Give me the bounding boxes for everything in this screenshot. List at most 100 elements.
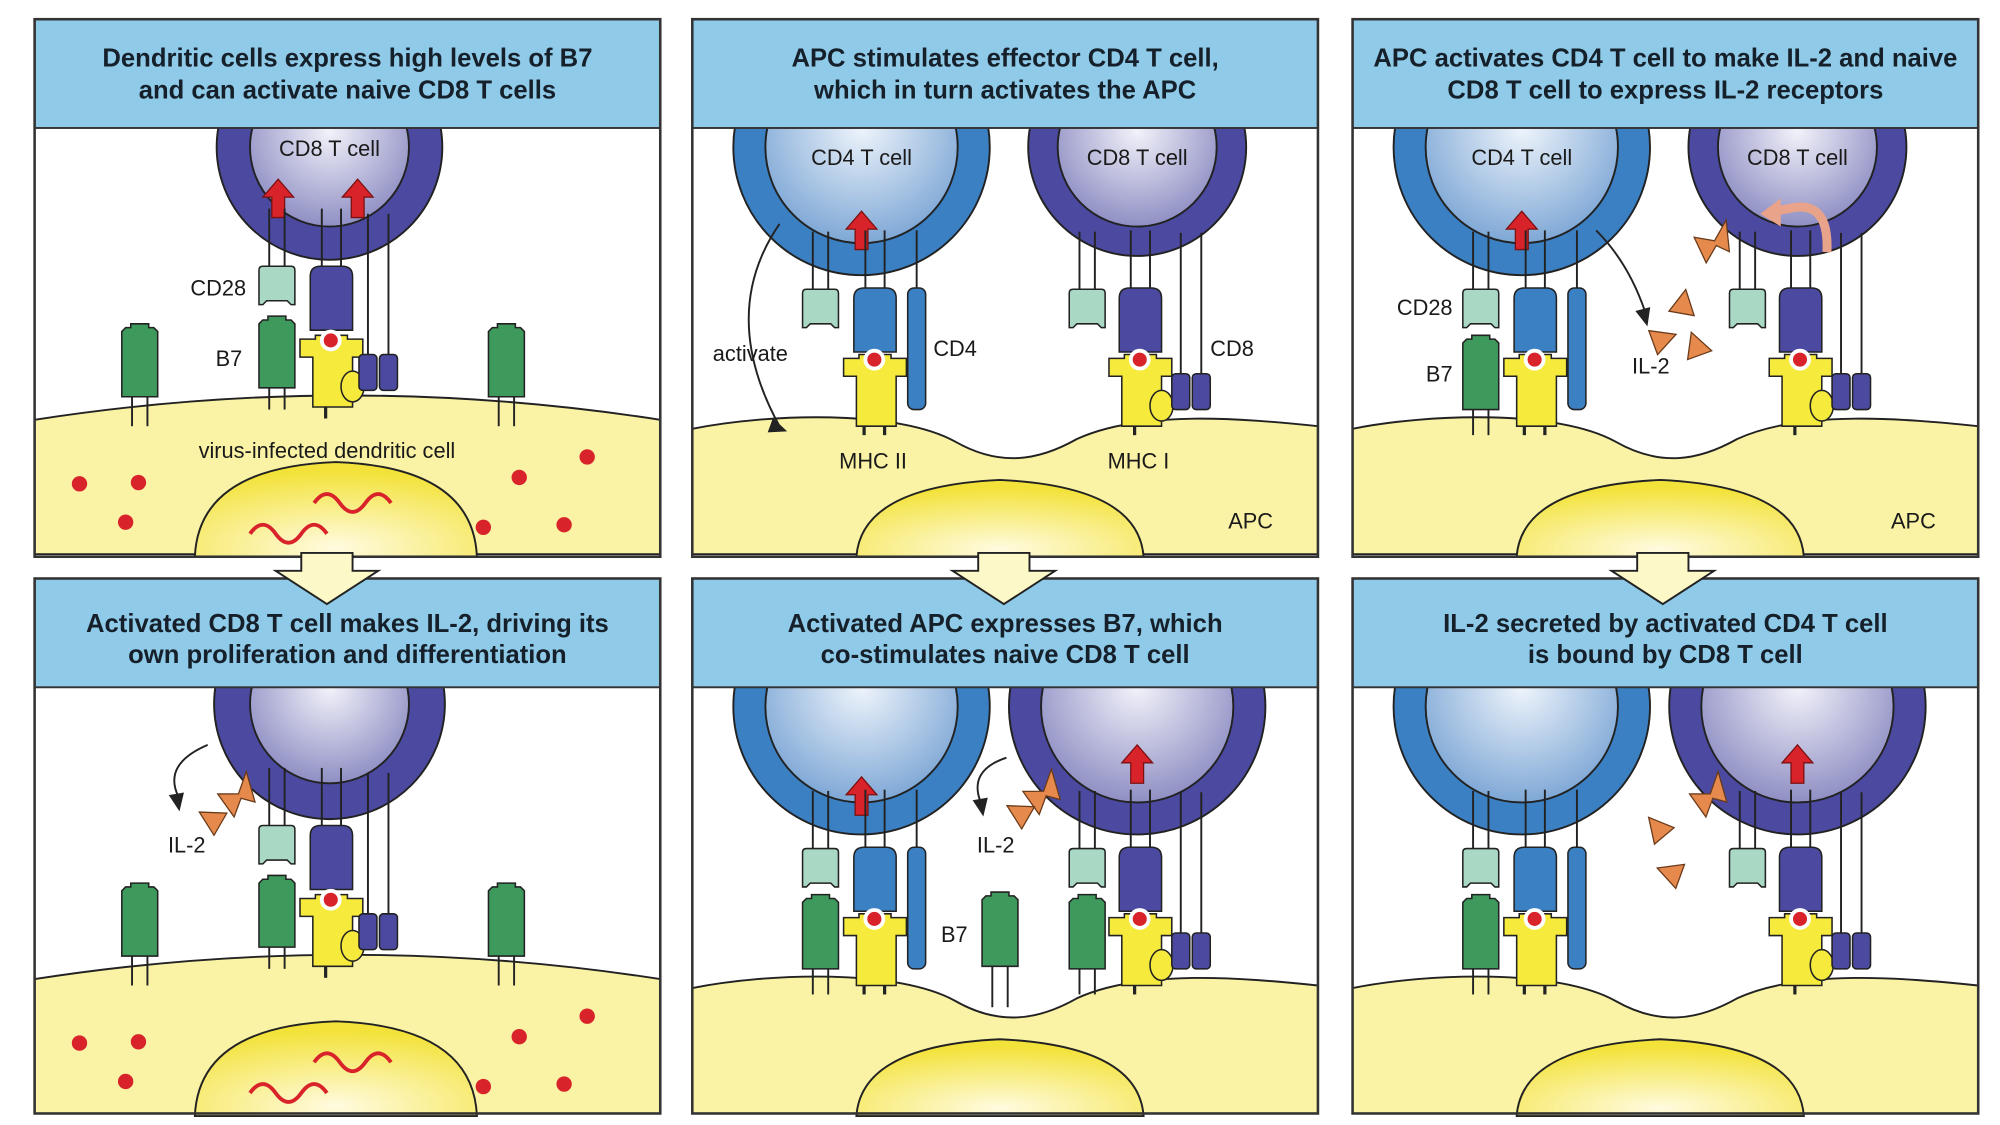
cd4-coreceptor [906, 287, 927, 411]
il2-label: IL-2 [977, 832, 1015, 857]
t-cell-receptor [1118, 846, 1163, 913]
cd8-coreceptor [1831, 372, 1851, 411]
mhc-body [842, 913, 908, 987]
cd8-t-cell-label: CD8 T cell [1747, 145, 1848, 170]
b7-molecule [258, 874, 296, 948]
il2-arrow [976, 756, 1007, 803]
b7-label: B7 [1426, 361, 1453, 386]
t-cell-receptor [1513, 846, 1558, 913]
panel-header [691, 18, 1319, 129]
mhc-i-label: MHC I [1108, 448, 1170, 473]
il2-receptor-expression-arrow [1774, 202, 1832, 253]
t-cell-receptor [309, 265, 354, 331]
cd28-receptor [1068, 847, 1106, 888]
mhc-body [842, 353, 908, 427]
viral-rna [248, 1082, 329, 1104]
panel-cd8-autocrine: Activated CD8 T cell makes IL-2, driving… [33, 577, 662, 1118]
il2-molecule [1647, 816, 1676, 846]
mhc-class-ii [1503, 348, 1568, 436]
il2-molecule [1686, 331, 1713, 361]
il2-label: IL-2 [1632, 354, 1670, 379]
cd28-receptor [1728, 847, 1767, 888]
il2-molecule [198, 811, 228, 837]
peptide [1523, 908, 1546, 930]
activation-arrow-icon [1120, 743, 1154, 784]
viral-rna [312, 492, 393, 514]
nucleus [855, 478, 1145, 558]
down-arrow-icon [1608, 551, 1718, 606]
panel-title-line-2: is bound by CD8 T cell [1528, 641, 1803, 669]
autocrine-arrow [173, 743, 209, 797]
mhc-class-ii [842, 908, 908, 995]
peptide [863, 908, 886, 930]
cd28-receptor [1728, 288, 1767, 329]
cd8-t-cell-label: CD8 T cell [279, 136, 380, 161]
panel-cd4-activates-apc: APC stimulates effector CD4 T cell, whic… [691, 17, 1320, 559]
apc-label: APC [1228, 509, 1273, 534]
cd8-coreceptor [1191, 932, 1212, 970]
cd4-label: CD4 [933, 336, 977, 361]
cd28-label: CD28 [1397, 295, 1453, 320]
panel-title-line-2: which in turn activates the APC [813, 77, 1196, 105]
cd28-receptor [258, 265, 296, 306]
cd4-coreceptor [1567, 846, 1587, 970]
b7-molecule [1068, 893, 1106, 970]
il2-molecule [1655, 863, 1686, 890]
peptide [319, 329, 342, 352]
il2-molecule [1005, 804, 1036, 831]
t-cell-receptor [1778, 846, 1823, 913]
activation-arrow-icon [340, 178, 375, 219]
virus-particle [511, 1029, 527, 1045]
b7-label: B7 [941, 922, 968, 947]
mhc-body [1503, 353, 1568, 427]
peptide [1128, 348, 1151, 371]
nucleus [1515, 1038, 1805, 1118]
dendritic-cell-label: virus-infected dendritic cell [199, 438, 456, 463]
mhc-ii-label: MHC II [839, 448, 907, 473]
virus-particle [475, 1078, 492, 1095]
cd8-coreceptor [1191, 372, 1212, 411]
panel-apc-expresses-b7: Activated APC expresses B7, which co-sti… [691, 577, 1320, 1118]
down-arrow-icon [949, 551, 1059, 606]
il2-receptor [1688, 769, 1728, 819]
arrowhead-icon [767, 417, 788, 433]
cd28-receptor [1068, 288, 1106, 329]
t-cell-receptor [309, 824, 354, 891]
mhc-body [1503, 913, 1568, 987]
nucleus [193, 461, 478, 558]
cd8-coreceptor [378, 353, 399, 392]
arrowhead-icon [1760, 198, 1781, 227]
b7-molecule [1462, 334, 1500, 411]
cd8-coreceptor [1851, 372, 1872, 411]
virus-particle [117, 514, 134, 530]
b7-molecule [1462, 893, 1500, 970]
sequence-arrows [272, 551, 1718, 606]
t-cell-receptor [1118, 287, 1163, 353]
virus-particle [130, 1034, 147, 1050]
panel-il2-production: APC activates CD4 T cell to make IL-2 an… [1351, 17, 1980, 559]
mhc-class-i [1108, 908, 1174, 995]
virus-particle [71, 476, 88, 492]
panel-title-line-2: and can activate naive CD8 T cells [139, 77, 556, 105]
nucleus [855, 1038, 1145, 1118]
activation-arrow-icon [1505, 210, 1539, 251]
activation-arrow-icon [844, 775, 879, 816]
cd28-receptor [801, 847, 840, 888]
virus-particle [130, 474, 147, 491]
panel-title-line-1: Activated CD8 T cell makes IL-2, driving… [86, 610, 609, 638]
apc-label: APC [1891, 509, 1936, 534]
cd8-coreceptor [358, 353, 378, 392]
il2-receptor [1693, 218, 1731, 265]
peptide [1789, 348, 1811, 371]
beta2-microglobulin [1149, 389, 1174, 422]
activation-arrow-icon [844, 210, 879, 251]
peptide [863, 348, 886, 371]
nucleus [1515, 478, 1805, 558]
b7-molecule [487, 882, 526, 957]
mhc-class-ii [1503, 908, 1568, 995]
b7-molecule [121, 882, 159, 957]
cd8-coreceptor [1171, 932, 1191, 970]
cd28-receptor [801, 288, 840, 329]
panel-il2-bound-by-cd8: IL-2 secreted by activated CD4 T cell is… [1351, 577, 1980, 1118]
